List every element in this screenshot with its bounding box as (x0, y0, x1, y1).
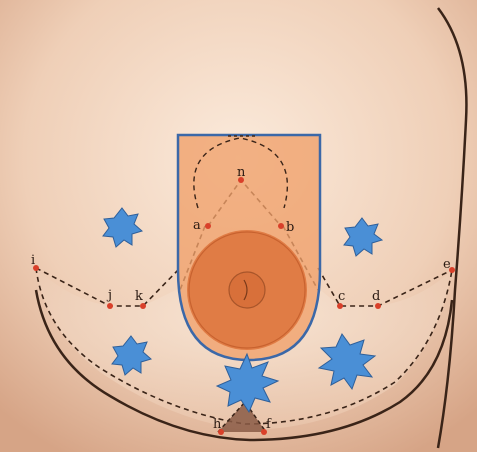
label-k: k (135, 289, 143, 304)
label-b: b (286, 220, 294, 235)
point-a (205, 223, 211, 229)
label-d: d (372, 289, 380, 304)
point-b (278, 223, 284, 229)
label-a: a (193, 218, 201, 233)
point-j (107, 303, 113, 309)
label-c: c (338, 289, 345, 304)
label-h: h (213, 417, 222, 432)
label-n: n (237, 165, 246, 180)
label-e: e (443, 257, 451, 272)
label-i-left: i (31, 253, 35, 268)
